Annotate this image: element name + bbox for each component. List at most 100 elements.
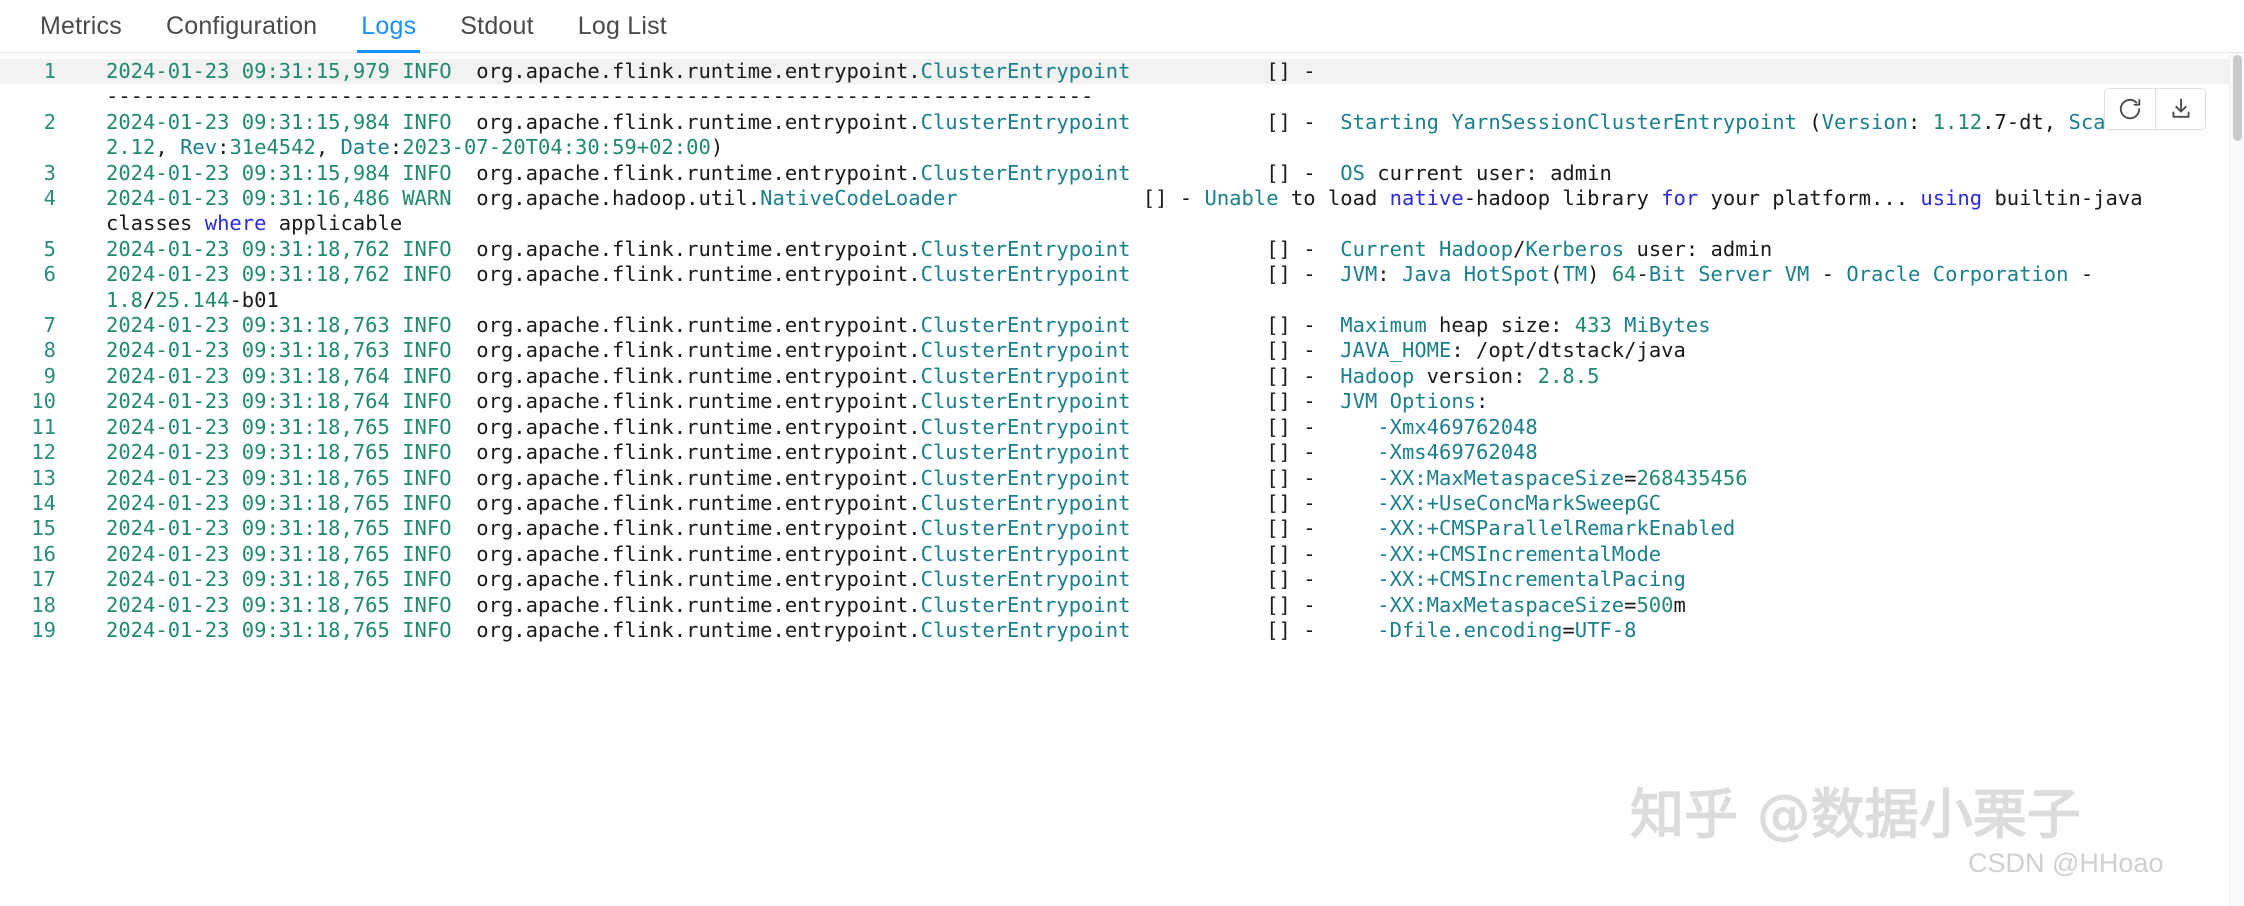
log-token: org.apache.flink.runtime.entrypoint. xyxy=(476,541,921,566)
log-token: INFO xyxy=(402,465,452,490)
log-token: INFO xyxy=(402,440,452,465)
vertical-scrollbar[interactable] xyxy=(2229,53,2244,906)
log-token xyxy=(452,491,477,515)
log-token: 2024-01-23 09:31:15,984 xyxy=(106,109,390,134)
log-token: builtin-java classes xyxy=(106,186,2155,236)
log-token xyxy=(452,338,477,362)
log-token: -hadoop library xyxy=(1463,186,1662,211)
log-token: WARN xyxy=(402,186,452,211)
log-token xyxy=(452,542,477,566)
log-token: org.apache.flink.runtime.entrypoint. xyxy=(476,160,921,185)
log-token: [] - xyxy=(1130,363,1341,388)
log-token: [] - xyxy=(957,186,1205,211)
log-token: 2024-01-23 09:31:18,765 xyxy=(106,541,390,566)
log-token: ClusterEntrypoint xyxy=(920,465,1131,490)
download-button[interactable] xyxy=(2155,89,2205,129)
log-line-content: 2024-01-23 09:31:18,765 INFO org.apache.… xyxy=(72,593,2244,618)
log-token: user: admin xyxy=(1624,236,1773,261)
scrollbar-thumb[interactable] xyxy=(2233,55,2242,141)
log-token: ) xyxy=(1587,262,1612,287)
tab-stdout[interactable]: Stdout xyxy=(438,0,555,53)
tab-log-list[interactable]: Log List xyxy=(556,0,689,53)
log-token: org.apache.flink.runtime.entrypoint. xyxy=(476,109,921,134)
log-token: org.apache.flink.runtime.entrypoint. xyxy=(476,313,921,338)
log-token: heap size: xyxy=(1426,313,1575,338)
log-token: [] - xyxy=(1130,262,1341,287)
log-token: your platform... xyxy=(1698,186,1921,211)
log-token: ( xyxy=(1550,262,1563,287)
line-number: 19 xyxy=(31,617,56,642)
line-number: 11 xyxy=(31,414,56,439)
log-token: : xyxy=(389,135,403,160)
line-number: 18 xyxy=(31,592,56,617)
line-number: 16 xyxy=(31,541,56,566)
log-line-content: 2024-01-23 09:31:18,764 INFO org.apache.… xyxy=(72,364,2244,389)
log-token: Date xyxy=(340,135,390,160)
log-token: MiBytes xyxy=(1624,313,1711,338)
log-token: -Xmx469762048 xyxy=(1377,414,1538,439)
log-token: 268435456 xyxy=(1636,465,1748,490)
log-line-content: 2024-01-23 09:31:18,765 INFO org.apache.… xyxy=(72,618,2244,643)
log-token xyxy=(390,466,402,490)
log-token: INFO xyxy=(402,313,452,338)
log-token: Current Hadoop xyxy=(1340,236,1514,261)
log-token xyxy=(452,593,477,617)
log-token: applicable xyxy=(266,211,403,236)
log-line: 19 2024-01-23 09:31:18,765 INFO org.apach… xyxy=(0,618,2244,643)
log-token: org.apache.flink.runtime.entrypoint. xyxy=(476,490,921,515)
log-token: org.apache.hadoop.util. xyxy=(476,186,761,211)
log-token xyxy=(390,313,402,337)
log-token: OS xyxy=(1340,160,1365,185)
log-token: ClusterEntrypoint xyxy=(920,236,1131,261)
refresh-button[interactable] xyxy=(2105,89,2155,129)
log-token: / xyxy=(1513,236,1526,261)
tab-logs[interactable]: Logs xyxy=(339,0,438,54)
log-token: 2024-01-23 09:31:15,984 xyxy=(106,160,390,185)
line-number: 9 xyxy=(43,363,56,388)
log-token: - xyxy=(1809,262,1847,287)
log-token xyxy=(390,567,402,591)
log-line: 2 2024-01-23 09:31:15,984 INFO org.apache… xyxy=(0,110,2244,161)
log-token: 25.144 xyxy=(155,287,230,312)
line-number: 7 xyxy=(43,313,56,338)
log-token: [] - xyxy=(1130,389,1341,414)
log-token: org.apache.flink.runtime.entrypoint. xyxy=(476,440,921,465)
log-token: 2024-01-23 09:31:18,763 xyxy=(106,338,390,363)
log-token: INFO xyxy=(402,617,452,642)
log-token: ClusterEntrypoint xyxy=(920,414,1131,439)
log-token xyxy=(452,59,477,83)
line-number: 6 xyxy=(43,262,56,287)
log-token: using xyxy=(1920,186,1983,211)
line-number: 2 xyxy=(43,109,56,134)
log-token: org.apache.flink.runtime.entrypoint. xyxy=(476,338,921,363)
log-token: / xyxy=(143,287,156,312)
log-token: INFO xyxy=(402,363,452,388)
log-token: - xyxy=(1636,262,1649,287)
line-number: 1 xyxy=(0,59,72,85)
tab-label: Metrics xyxy=(40,11,122,40)
log-token: org.apache.flink.runtime.entrypoint. xyxy=(476,567,921,592)
log-token: UTF-8 xyxy=(1574,617,1637,642)
log-token xyxy=(452,186,477,210)
log-token: ClusterEntrypoint xyxy=(920,617,1131,642)
tab-metrics[interactable]: Metrics xyxy=(18,0,144,53)
log-token xyxy=(390,618,402,642)
log-token: 2024-01-23 09:31:18,764 xyxy=(106,363,390,388)
log-token: .7-dt, xyxy=(1982,109,2069,134)
log-line-content: 2024-01-23 09:31:15,984 INFO org.apache.… xyxy=(72,110,2244,161)
log-line-content: 2024-01-23 09:31:15,979 INFO org.apache.… xyxy=(72,59,2244,85)
log-token: INFO xyxy=(402,389,452,414)
log-token: where xyxy=(204,211,267,236)
log-token: [] - xyxy=(1130,338,1341,363)
log-line-content: 2024-01-23 09:31:18,765 INFO org.apache.… xyxy=(72,440,2244,465)
log-token: ClusterEntrypoint xyxy=(920,592,1131,617)
line-number: 4 xyxy=(43,186,56,211)
log-token: org.apache.flink.runtime.entrypoint. xyxy=(476,465,921,490)
log-token: [] - xyxy=(1130,541,1378,566)
tab-configuration[interactable]: Configuration xyxy=(144,0,339,53)
